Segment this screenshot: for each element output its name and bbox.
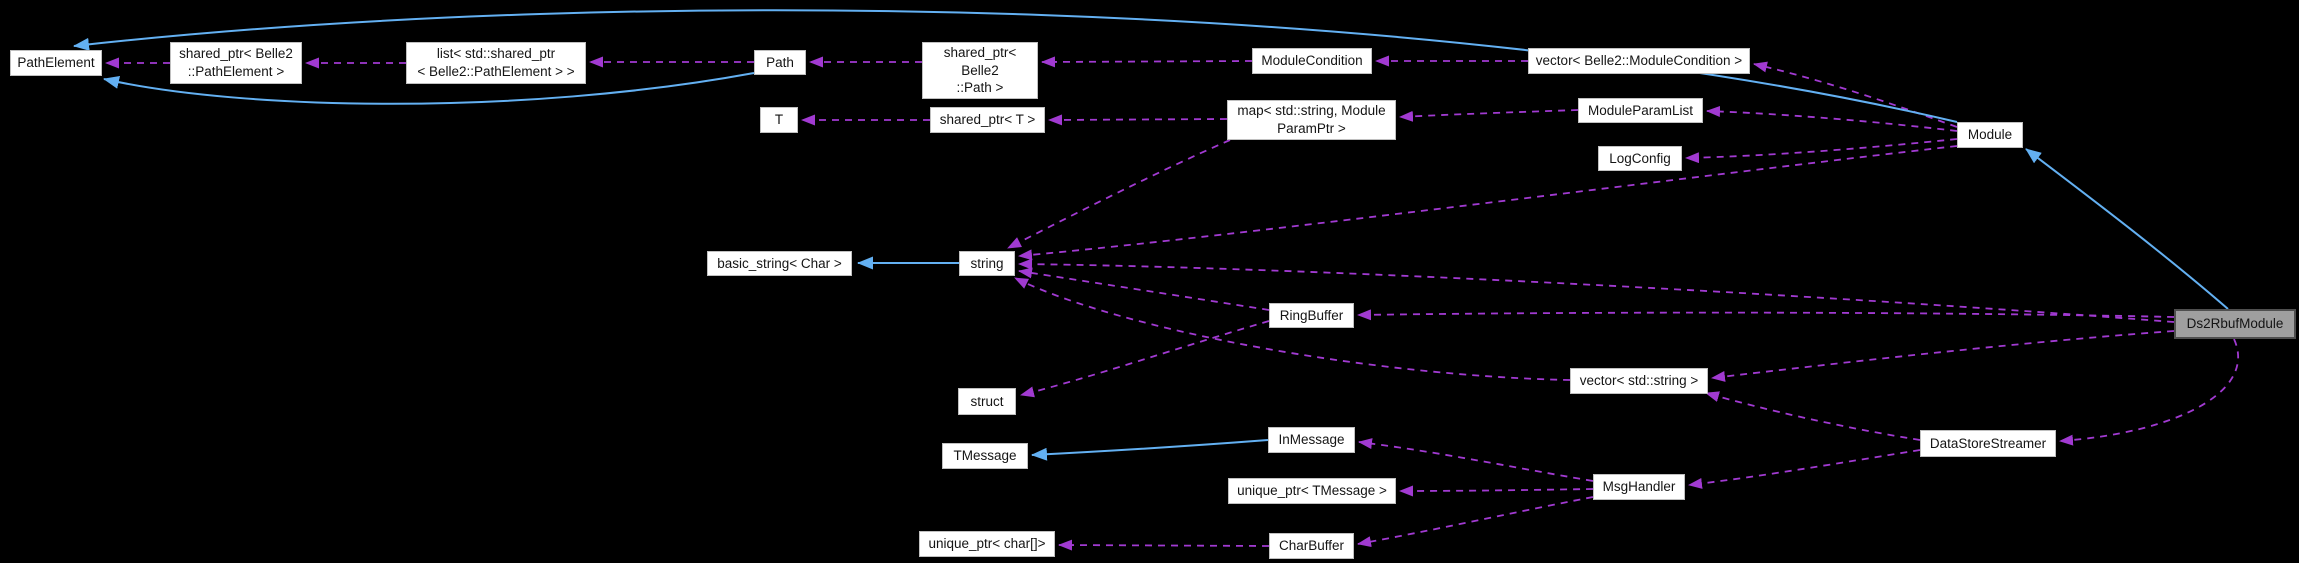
node-t[interactable]: T	[760, 107, 798, 133]
edge-ringbuffer-to-string	[1018, 267, 1270, 311]
node-inmessage[interactable]: InMessage	[1268, 427, 1355, 453]
edge-map-to-sp_t	[1048, 114, 1228, 126]
node-modulecondition[interactable]: ModuleCondition	[1252, 48, 1372, 74]
edge-dss-to-vec_str	[1705, 391, 1921, 441]
node-sp_path[interactable]: shared_ptr< Belle2 ::Path >	[922, 42, 1038, 99]
node-struct[interactable]: struct	[958, 388, 1016, 415]
edge-ds2rbuf-to-dss	[2059, 338, 2240, 446]
node-charbuffer[interactable]: CharBuffer	[1269, 533, 1354, 559]
edge-ds2rbuf-to-string	[1018, 258, 2175, 323]
edge-module-to-string	[1018, 145, 1958, 261]
edge-msghandler-to-charbuffer	[1357, 496, 1594, 548]
edge-module-to-vec_mc	[1753, 61, 1958, 128]
node-sp_pathelement[interactable]: shared_ptr< Belle2 ::PathElement >	[170, 42, 302, 84]
node-pathelement[interactable]: PathElement	[10, 50, 102, 76]
node-ringbuffer[interactable]: RingBuffer	[1269, 303, 1354, 328]
edge-module-to-mpl	[1706, 105, 1958, 132]
node-map[interactable]: map< std::string, Module ParamPtr >	[1227, 100, 1396, 140]
edge-modulecondition-to-sp_path	[1041, 56, 1253, 68]
edge-ds2rbuf-to-ringbuffer	[1357, 309, 2175, 321]
node-mpl[interactable]: ModuleParamList	[1578, 98, 1703, 123]
edge-inmessage-to-tmessage	[1031, 439, 1269, 461]
edge-vec_str-to-string	[1014, 277, 1571, 381]
node-list_sp[interactable]: list< std::shared_ptr < Belle2::PathElem…	[406, 42, 586, 84]
edge-map-to-string	[1007, 139, 1231, 249]
node-basicstring[interactable]: basic_string< Char >	[707, 251, 852, 276]
edge-module-to-pathelement	[73, 9, 1958, 123]
node-path[interactable]: Path	[754, 50, 806, 75]
edge-mpl-to-map	[1399, 109, 1579, 122]
node-dss[interactable]: DataStoreStreamer	[1920, 430, 2056, 457]
edge-dss-to-msghandler	[1688, 449, 1921, 489]
edge-path-to-pathelement	[103, 72, 755, 105]
edge-ringbuffer-to-struct	[1020, 320, 1270, 398]
edge-charbuffer-to-up_char	[1058, 539, 1270, 551]
edge-msghandler-to-inmessage	[1358, 438, 1594, 482]
node-vec_str[interactable]: vector< std::string >	[1570, 368, 1708, 394]
edge-module-to-logconfig	[1685, 138, 1958, 164]
node-string[interactable]: string	[959, 251, 1015, 276]
node-tmessage[interactable]: TMessage	[942, 443, 1028, 469]
edge-ds2rbuf-to-vec_str	[1711, 330, 2175, 382]
node-up_char[interactable]: unique_ptr< char[]>	[919, 531, 1055, 557]
node-vec_mc[interactable]: vector< Belle2::ModuleCondition >	[1528, 48, 1750, 74]
edge-ds2rbuf-to-module	[2025, 148, 2229, 310]
node-up_tmsg[interactable]: unique_ptr< TMessage >	[1228, 478, 1396, 504]
node-msghandler[interactable]: MsgHandler	[1593, 474, 1685, 500]
node-module[interactable]: Module	[1957, 122, 2023, 148]
node-ds2rbuf[interactable]: Ds2RbufModule	[2174, 309, 2296, 339]
edge-msghandler-to-up_tmsg	[1399, 485, 1594, 497]
node-sp_t[interactable]: shared_ptr< T >	[930, 107, 1045, 133]
node-logconfig[interactable]: LogConfig	[1598, 146, 1682, 171]
